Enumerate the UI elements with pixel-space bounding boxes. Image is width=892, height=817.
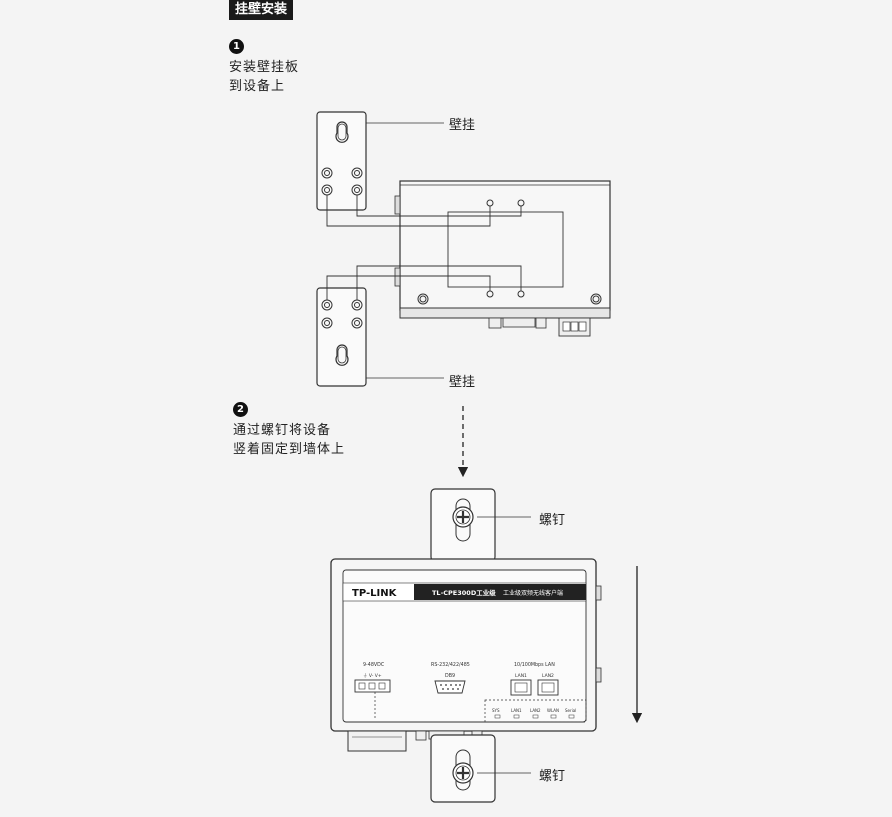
bracket-top-label: 壁挂 (449, 118, 476, 133)
lan1-label: LAN1 (515, 673, 527, 679)
section-title: 挂壁安装 (229, 0, 294, 20)
step2-line2: 竖着固定到墙体上 (233, 442, 346, 457)
lan-label: 10/100Mbps LAN (514, 662, 555, 668)
serial-port-label: DB9 (445, 673, 455, 679)
power-label: 9-48VDC (363, 662, 385, 668)
serial-label: RS-232/422/485 (431, 662, 470, 668)
led-lan1-label: LAN1 (511, 708, 522, 713)
step2-line1: 通过螺钉将设备 (233, 423, 332, 438)
screw-top-icon (452, 506, 474, 528)
led-lan2-label: LAN2 (530, 708, 541, 713)
step2-text: 通过螺钉将设备 竖着固定到墙体上 (233, 421, 345, 459)
device-subtitle: 工业级双频无线客户端 (503, 589, 563, 597)
power-terminal (354, 679, 391, 720)
device-model: TL-CPE300D工业级 (432, 588, 496, 597)
step1-line1: 安装壁挂板 (229, 60, 300, 75)
device-front-panel (330, 558, 602, 732)
led-sys-label: SYS (492, 708, 500, 713)
led-strip-outline (484, 699, 587, 723)
lan2-label: LAN2 (542, 673, 554, 679)
screw-bottom-icon (452, 762, 474, 784)
db9-port (434, 680, 466, 694)
led-indicators (494, 714, 575, 719)
led-wlan-label: WLAN (547, 708, 559, 713)
wall-bracket-top (316, 111, 367, 211)
step1-text: 安装壁挂板 到设备上 (229, 58, 299, 96)
step1-line2: 到设备上 (229, 79, 286, 94)
led-serial-label: Serial (565, 708, 576, 713)
bracket-bottom-label: 壁挂 (449, 375, 476, 390)
step1-number: 1 (229, 39, 244, 54)
lan1-port (510, 679, 532, 696)
power-pins-label: ⏚ V- V+ (363, 672, 382, 679)
screw-top-label: 螺钉 (539, 513, 566, 528)
device-top-view (394, 180, 611, 337)
step2-number: 2 (233, 402, 248, 417)
lan2-port (537, 679, 559, 696)
alignment-lines-top (326, 195, 522, 227)
alignment-lines-bottom (326, 265, 522, 300)
screw-bottom-label: 螺钉 (539, 769, 566, 784)
wall-bracket-bottom (316, 287, 367, 387)
brand-logo-text: TP-LINK (352, 588, 398, 599)
